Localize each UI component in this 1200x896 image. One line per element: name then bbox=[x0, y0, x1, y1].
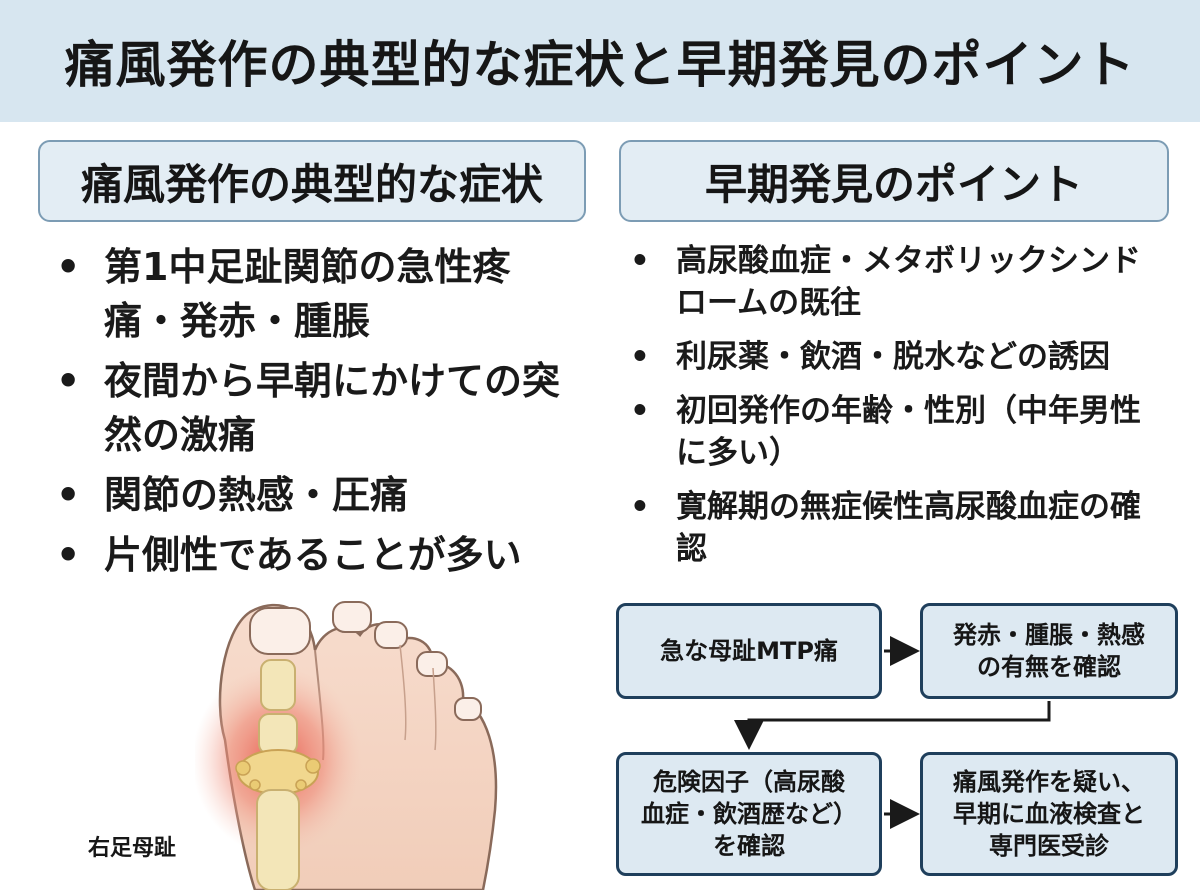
detection-point-item: 高尿酸血症・メタボリックシンドロームの既往 bbox=[630, 240, 1170, 324]
flow-step-4-text: 痛風発作を疑い、 早期に血液検査と 専門医受診 bbox=[953, 768, 1145, 860]
flow-step-1-text: 急な母趾MTP痛 bbox=[660, 637, 838, 665]
flow-step-2: 発赤・腫脹・熱感 の有無を確認 bbox=[920, 603, 1178, 699]
flow-step-4: 痛風発作を疑い、 早期に血液検査と 専門医受診 bbox=[920, 752, 1178, 876]
flow-step-3-text: 危険因子（高尿酸 血症・飲酒歴など） を確認 bbox=[641, 768, 857, 860]
detection-point-item: 寛解期の無症候性高尿酸血症の確認 bbox=[630, 486, 1170, 570]
arrow-elbow-icon bbox=[734, 701, 1051, 750]
symptoms-heading: 痛風発作の典型的な症状 bbox=[80, 159, 543, 209]
title-banner: 痛風発作の典型的な症状と早期発見のポイント bbox=[0, 0, 1200, 122]
symptoms-heading-box: 痛風発作の典型的な症状 bbox=[38, 140, 586, 222]
foot-svg bbox=[192, 601, 498, 892]
early-detection-heading-box: 早期発見のポイント bbox=[619, 140, 1169, 222]
flow-step-1: 急な母趾MTP痛 bbox=[616, 603, 882, 699]
symptoms-list: 第1中足趾関節の急性疼痛・発赤・腫脹 夜間から早朝にかけての突然の激痛 関節の熱… bbox=[52, 240, 572, 588]
early-detection-heading: 早期発見のポイント bbox=[704, 159, 1083, 209]
symptom-item: 関節の熱感・圧痛 bbox=[52, 468, 572, 522]
detection-point-item: 初回発作の年齢・性別（中年男性に多い） bbox=[630, 390, 1170, 474]
page-title: 痛風発作の典型的な症状と早期発見のポイント bbox=[64, 36, 1136, 94]
flow-step-2-text: 発赤・腫脹・熱感 の有無を確認 bbox=[953, 621, 1145, 681]
foot-illustration-icon bbox=[192, 590, 515, 892]
symptom-item: 片側性であることが多い bbox=[52, 528, 572, 582]
detection-points-list: 高尿酸血症・メタボリックシンドロームの既往 利尿薬・飲酒・脱水などの誘因 初回発… bbox=[630, 240, 1170, 582]
detection-point-item: 利尿薬・飲酒・脱水などの誘因 bbox=[630, 336, 1170, 378]
flow-step-3: 危険因子（高尿酸 血症・飲酒歴など） を確認 bbox=[616, 752, 882, 876]
foot-label: 右足母趾 bbox=[88, 836, 177, 861]
symptom-item: 夜間から早朝にかけての突然の激痛 bbox=[52, 354, 572, 462]
symptom-item: 第1中足趾関節の急性疼痛・発赤・腫脹 bbox=[52, 240, 572, 348]
